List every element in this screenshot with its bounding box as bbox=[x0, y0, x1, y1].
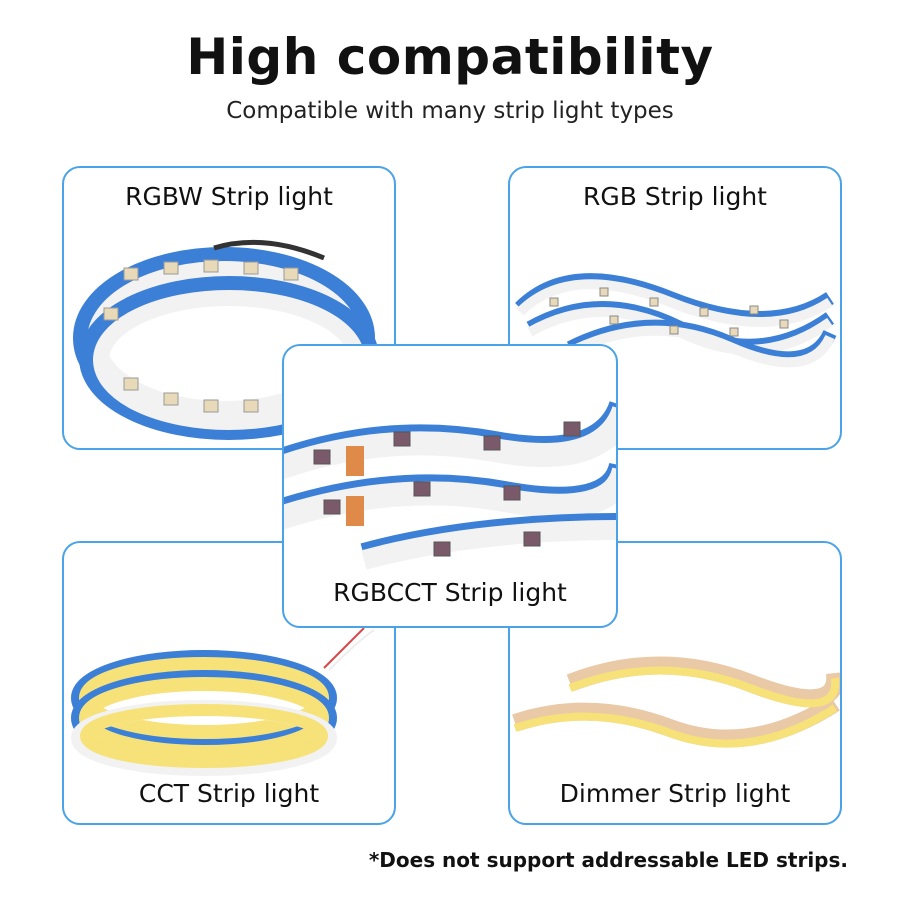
card-rgbcct: RGBCCT Strip light bbox=[282, 344, 618, 628]
card-rgbw-label: RGBW Strip light bbox=[125, 182, 333, 211]
card-rgbw: RGBW Strip light bbox=[62, 166, 396, 450]
footnote: *Does not support addressable LED strips… bbox=[368, 848, 848, 872]
card-rgbcct-label: RGBCCT Strip light bbox=[333, 578, 567, 607]
cct-strip-image bbox=[71, 628, 375, 776]
dimmer-strip-image bbox=[512, 656, 840, 748]
card-cct-label: CCT Strip light bbox=[138, 779, 320, 808]
card-dimmer-label: Dimmer Strip light bbox=[559, 779, 791, 808]
page-title: High compatibility bbox=[186, 28, 714, 86]
card-dimmer: Dimmer Strip light bbox=[508, 541, 842, 825]
rgb-strip-image bbox=[515, 273, 837, 368]
page-subtitle: Compatible with many strip light types bbox=[226, 98, 674, 124]
card-rgb-label: RGB Strip light bbox=[583, 182, 767, 211]
rgbcct-strip-image bbox=[284, 400, 616, 570]
